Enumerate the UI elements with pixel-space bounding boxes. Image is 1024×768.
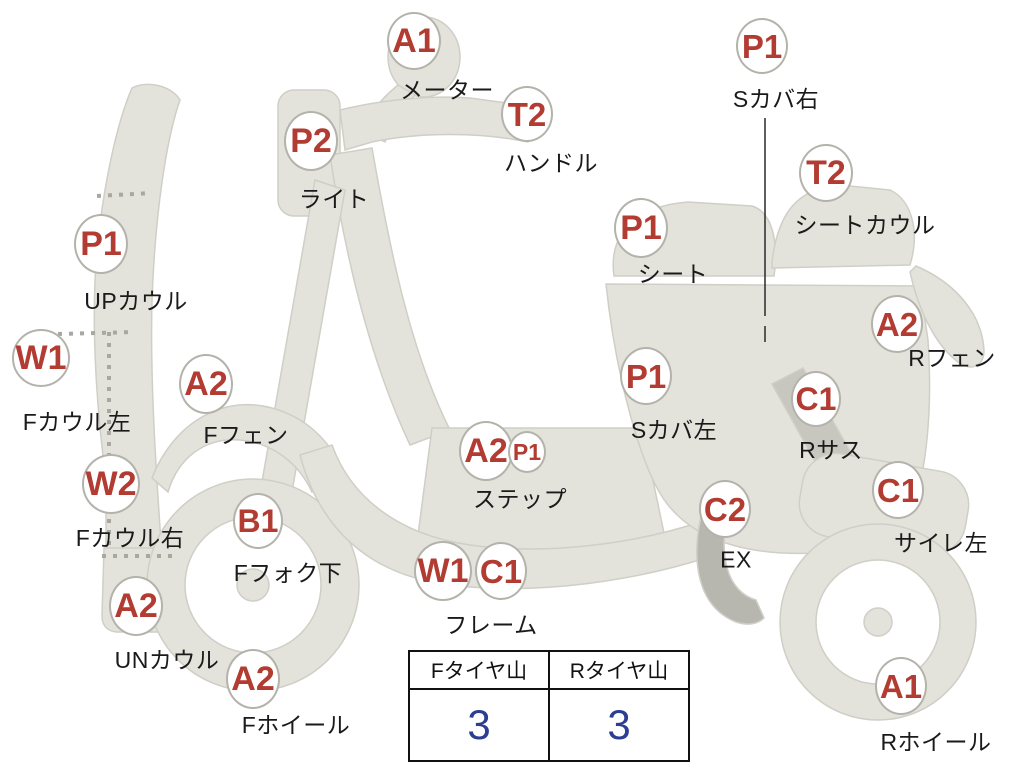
step-code-badge: P1 <box>508 431 546 473</box>
up-cowl-label: UPカウル <box>84 288 188 314</box>
seat-cowl-shape <box>771 184 915 269</box>
f-cowl-left-code-badge: W1 <box>12 329 70 387</box>
f-fork-lower-code-badge: B1 <box>233 493 283 549</box>
f-fender-code-badge: A2 <box>179 354 233 414</box>
step-label: ステップ <box>473 486 567 512</box>
r-sus-label: Rサス <box>799 437 863 463</box>
tire-front-value: 3 <box>410 690 550 760</box>
f-wheel-code-badge: A2 <box>226 649 280 709</box>
r-wheel-label: Rホイール <box>880 729 992 755</box>
f-fork-lower-label: Fフォク下 <box>233 560 343 586</box>
f-cowl-left-label: Fカウル左 <box>22 409 132 435</box>
r-fender-label: Rフェン <box>908 345 996 371</box>
handle-code-badge: T2 <box>501 86 553 142</box>
f-cowl-right-label: Fカウル右 <box>75 525 185 551</box>
frame-label: フレーム <box>444 612 538 638</box>
s-cover-right-code-badge: P1 <box>736 18 788 74</box>
seat-label: シート <box>637 261 709 287</box>
f-cowl-right-code-badge: W2 <box>82 454 140 514</box>
rear-fender-shape <box>909 265 985 368</box>
r-sus-code-badge: C1 <box>791 371 841 427</box>
light-code-badge: P2 <box>284 111 338 171</box>
seat-cowl-code-badge: T2 <box>799 144 853 202</box>
r-wheel-code-badge: A1 <box>875 657 927 715</box>
f-wheel-label: Fホイール <box>241 712 351 738</box>
seat-code-badge: P1 <box>614 198 668 258</box>
exhaust-code-badge: C2 <box>699 480 751 538</box>
handle-label: ハンドル <box>504 150 598 176</box>
s-cover-right-label: Sカバ右 <box>732 86 820 112</box>
up-cowl-code-badge: P1 <box>74 214 128 274</box>
r-fender-code-badge: A2 <box>871 295 923 353</box>
f-fender-label: Fフェン <box>203 422 289 448</box>
un-cowl-label: UNカウル <box>114 647 220 673</box>
meter-label: メーター <box>400 77 494 103</box>
frame-code-badge: C1 <box>475 542 527 600</box>
exhaust-label: EX <box>720 546 752 573</box>
frame-code-badge: W1 <box>414 541 472 601</box>
light-label: ライト <box>298 186 370 212</box>
seat-cowl-label: シートカウル <box>794 212 936 238</box>
s-cover-left-code-badge: P1 <box>620 347 672 405</box>
silencer-left-code-badge: C1 <box>872 461 924 519</box>
un-cowl-code-badge: A2 <box>109 576 163 636</box>
tire-front-header: Fタイヤ山 <box>410 652 550 690</box>
tire-rear-header: Rタイヤ山 <box>550 652 688 690</box>
silencer-left-label: サイレ左 <box>894 530 988 556</box>
step-code-badge: A2 <box>459 421 513 481</box>
tire-table: Fタイヤ山 Rタイヤ山 3 3 <box>408 650 690 762</box>
tire-rear-value: 3 <box>607 701 631 748</box>
s-cover-left-label: Sカバ左 <box>630 417 718 443</box>
meter-code-badge: A1 <box>387 12 441 70</box>
